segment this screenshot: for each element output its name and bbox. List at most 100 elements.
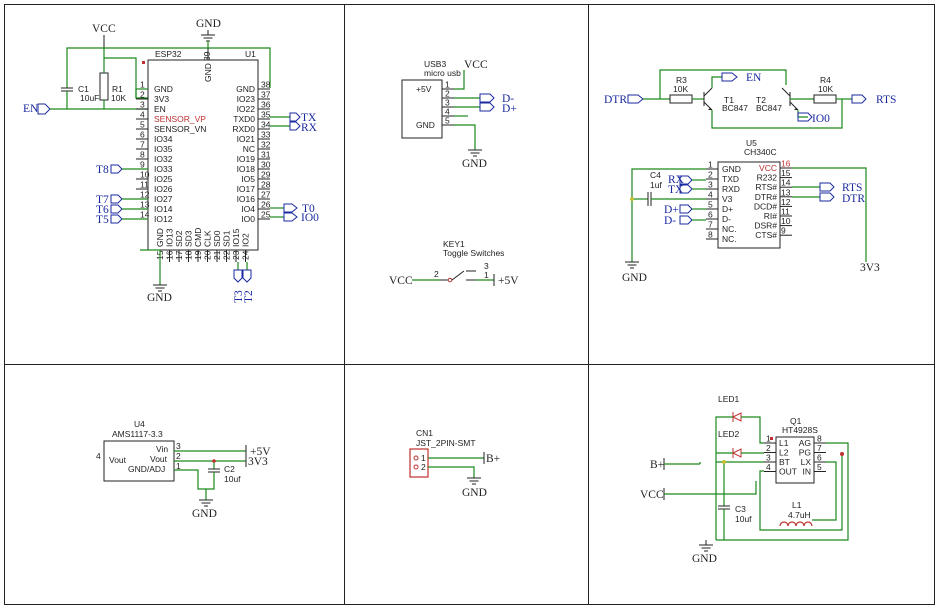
usb-pin-num: 1 — [445, 80, 450, 90]
esp32-pin-name: IO27 — [154, 194, 173, 204]
ground-icon — [199, 499, 213, 507]
ch-dm-port: D- — [664, 215, 706, 227]
usb-vcc-label: VCC — [464, 59, 488, 71]
ch340-pin-name: DTR# — [755, 192, 777, 202]
esp32-pin-num: 24 — [241, 250, 251, 260]
esp32-pin-name: EN — [154, 104, 166, 114]
gnd-label-bottom: GND — [147, 292, 172, 304]
key-pin2: 2 — [434, 269, 439, 279]
esp32-pin-num: 19 — [193, 250, 203, 260]
ch340-pin-name: D- — [722, 214, 731, 224]
usb-gnd-label: GND — [462, 158, 487, 170]
ch340-pin-num: 5 — [708, 200, 713, 210]
ldo-pin2: 2 — [176, 451, 181, 461]
esp32-pin-num: 36 — [261, 100, 271, 110]
c1-capacitor: C1 10uF — [61, 84, 99, 109]
pin1-marker — [142, 61, 145, 64]
esp32-pin-name: IO25 — [154, 174, 173, 184]
jst-pin2: 2 — [421, 462, 426, 472]
r3-value: 10K — [673, 84, 688, 94]
esp32-pin-num: 29 — [261, 170, 271, 180]
esp32-top-pin-num: 39 — [202, 51, 212, 61]
esp32-pin-num: 12 — [140, 190, 150, 200]
esp32-bottom-pins: 15GND16IO1317SD218SD319CMD20CLK21SD022SD… — [155, 228, 251, 262]
toggle-switch-icon — [440, 270, 476, 283]
esp32-pin-name: IO23 — [237, 94, 256, 104]
ch340-pin-num: 1 — [708, 160, 713, 170]
t7-net-label: T7 — [96, 194, 109, 206]
key-pin3: 3 — [484, 261, 489, 271]
ch340-body — [717, 161, 781, 249]
ch340-3v3-label: 3V3 — [860, 262, 880, 274]
ldo-pin3: 3 — [176, 441, 181, 451]
rx-port: RX — [270, 121, 318, 134]
esp32-pin-name: IO0 — [241, 214, 255, 224]
t1-value: BC847 — [722, 103, 748, 113]
led2-ref: LED2 — [718, 429, 740, 439]
c2-ref: C2 — [224, 464, 235, 474]
jst-bplus-label: B+ — [486, 453, 500, 465]
esp32-pin-name: SENSOR_VN — [154, 124, 206, 134]
ch-dp-label: D+ — [664, 204, 679, 216]
esp32-pin-name: IO19 — [237, 154, 256, 164]
led1-icon — [731, 412, 742, 422]
esp32-pin-num: 18 — [184, 250, 194, 260]
ch340-value: CH340C — [744, 147, 777, 157]
q1-pin-num: 4 — [766, 462, 771, 472]
esp32-pin-num: 3 — [140, 100, 145, 110]
t2-net-label: T2 — [243, 290, 255, 303]
ldo-block: U4 AMS1117-3.3 Vin Vout Vout GND/ADJ 4 3… — [96, 419, 271, 520]
usb-dm-label: D- — [502, 93, 514, 105]
q1-pin-name: PG — [799, 448, 811, 458]
key-ref: KEY1 — [443, 239, 465, 249]
usb-pin-num: 4 — [445, 107, 450, 117]
auto-io0-label: IO0 — [812, 113, 830, 125]
ch340-pin-num: 7 — [708, 220, 713, 230]
rx-net-label: RX — [301, 122, 318, 134]
ch340-pin-num: 14 — [781, 178, 791, 188]
esp32-pin-name: 3V3 — [154, 94, 169, 104]
esp32-pin-name: RXD0 — [232, 124, 255, 134]
ch340-pin-num: 4 — [708, 190, 713, 200]
esp32-pin-num: 13 — [140, 200, 150, 210]
esp32-pin-name: IO15 — [231, 228, 241, 247]
ch-rts-port: RTS — [792, 182, 862, 194]
ground-icon — [467, 477, 481, 485]
t6-net-label: T6 — [96, 204, 109, 216]
r4-ref: R4 — [820, 75, 831, 85]
esp32-pin-num: 26 — [261, 200, 271, 210]
charger-gnd-label: GND — [692, 553, 717, 565]
esp32-pin-name: CMD — [193, 228, 203, 247]
esp32-pin-name: IO35 — [154, 144, 173, 154]
r1-ref: R1 — [112, 84, 123, 94]
ldo-vin-label: Vin — [156, 444, 168, 454]
esp32-pin-name: SD1 — [222, 230, 232, 247]
t5-net-label: T5 — [96, 214, 109, 226]
ldo-pin4: 4 — [96, 451, 101, 461]
ch340-pin-name: GND — [722, 164, 741, 174]
usb-ref: USB3 — [424, 59, 446, 69]
autoreset-block: DTR R3 10K T1 BC847 EN T2 BC847 — [604, 69, 896, 129]
t6-port: T6 — [96, 204, 148, 216]
ch340-pin-name: DCD# — [754, 201, 777, 211]
ch340-pin-name: RTS# — [755, 182, 777, 192]
q1-body — [775, 436, 815, 484]
esp32-block: VCC GND C1 10uF R1 10K — [23, 18, 319, 304]
ground-icon — [468, 149, 482, 157]
esp32-pin-name: IO12 — [154, 214, 173, 224]
esp32-pin-num: 28 — [261, 180, 271, 190]
esp32-pin-name: IO4 — [241, 204, 255, 214]
ch-dp-port: D+ — [664, 204, 706, 216]
esp32-pin-num: 4 — [140, 110, 145, 120]
charger-bplus-label: B+ — [650, 459, 664, 471]
r3-resistor — [669, 94, 693, 104]
usb-value: micro usb — [424, 68, 461, 78]
q1-pin-name: LX — [801, 457, 812, 467]
esp32-pin-name: SD2 — [174, 230, 184, 247]
ch-rts-label: RTS — [842, 182, 862, 194]
esp32-pin-name: IO14 — [154, 204, 173, 214]
